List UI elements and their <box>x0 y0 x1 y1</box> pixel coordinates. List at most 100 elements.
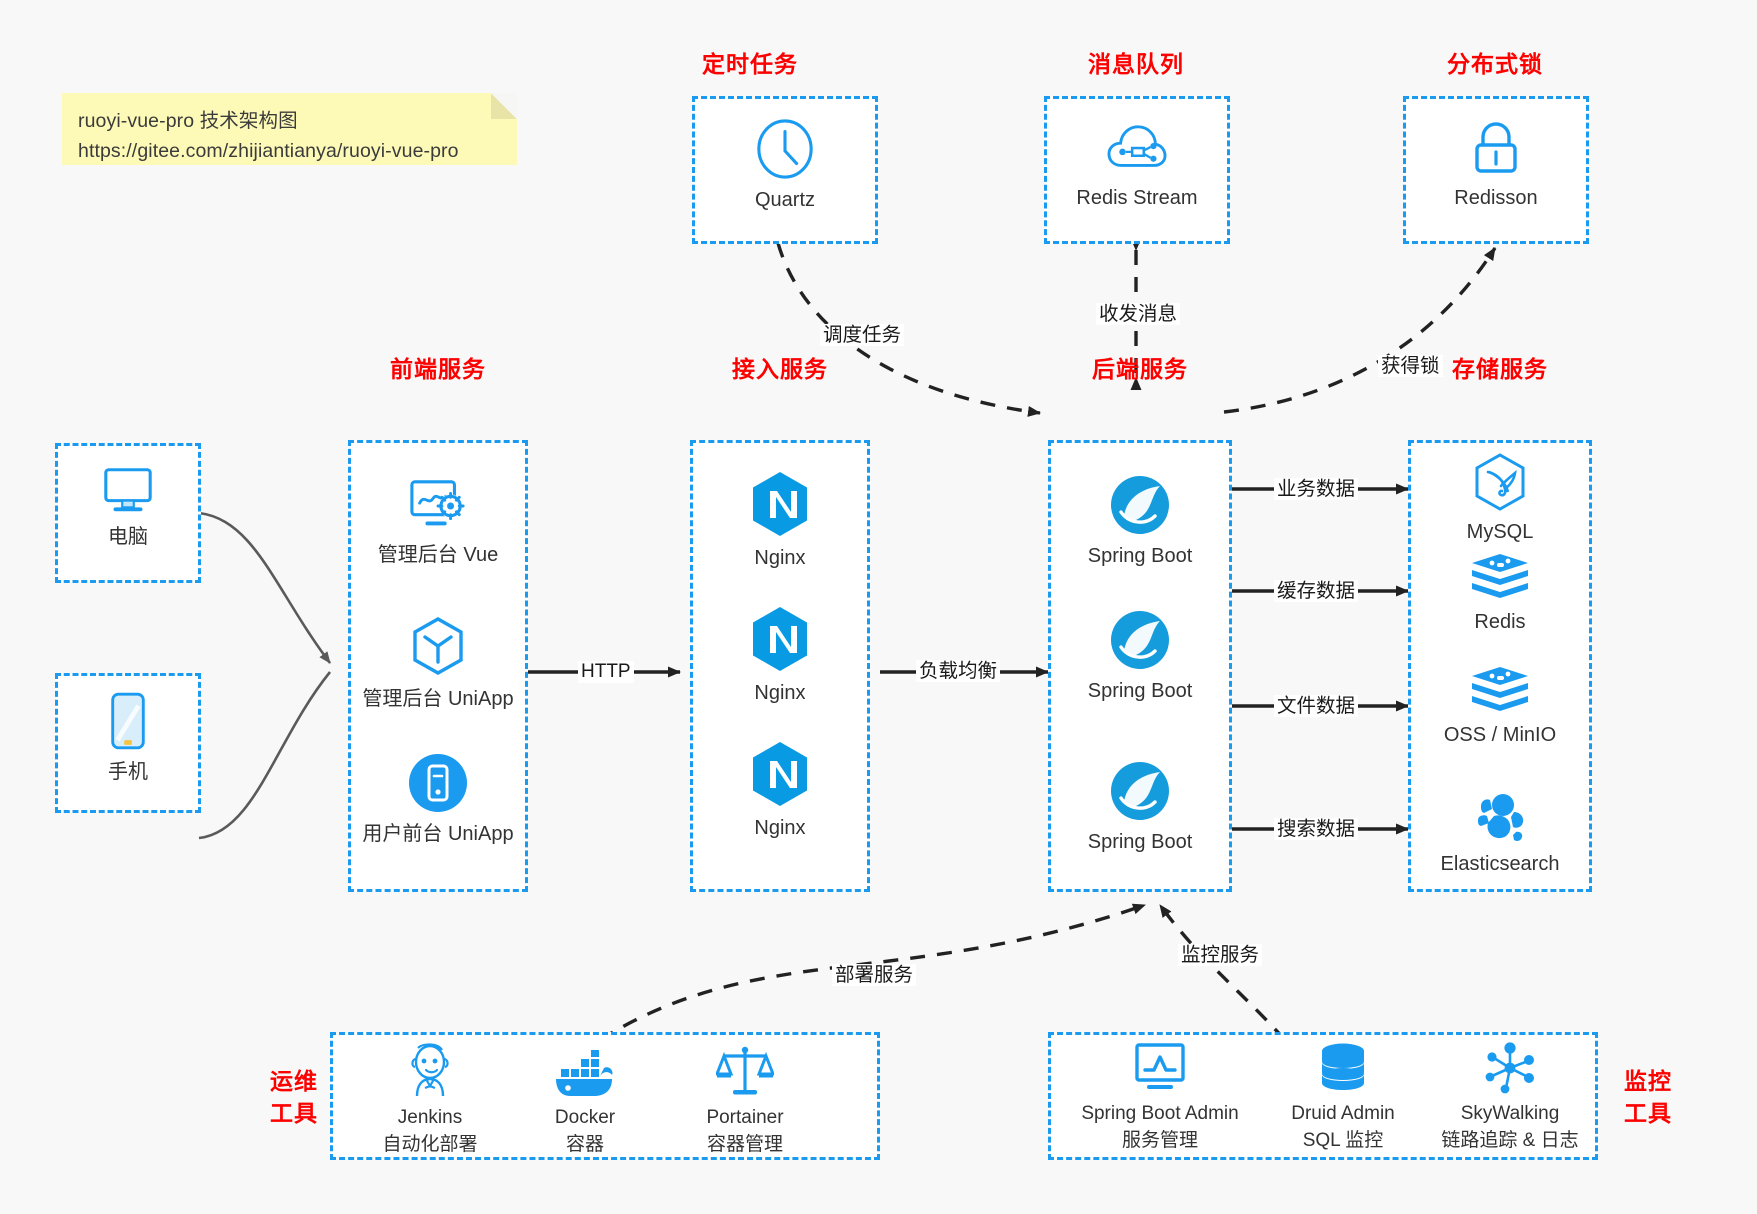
spring-boot-icon <box>1111 611 1169 669</box>
node-sublabel: SQL 监控 <box>1302 1130 1384 1151</box>
node-skywalking[interactable]: SkyWalking 链路追踪 & 日志 <box>1420 1042 1600 1154</box>
group-title-frontend: 前端服务 <box>390 356 486 382</box>
node-label: MySQL <box>1466 521 1534 543</box>
node-admin-uniapp[interactable]: 管理后台 UniApp <box>348 615 528 712</box>
node-nginx-3[interactable]: Nginx <box>690 740 870 841</box>
edge-label-load-balance: 负载均衡 <box>916 660 1001 682</box>
node-spring-boot-3[interactable]: Spring Boot <box>1048 760 1232 855</box>
node-label: Spring Boot Admin <box>1081 1103 1239 1124</box>
edge-label-http: HTTP <box>578 661 634 683</box>
node-nginx-1[interactable]: Nginx <box>690 470 870 571</box>
edge-label-business-data: 业务数据 <box>1274 478 1359 500</box>
edge-schedule-task <box>776 242 1041 417</box>
note-title-line: ruoyi-vue-pro 技术架构图 <box>78 110 298 132</box>
edge-monitor-service <box>1158 903 1287 1042</box>
diagram-note: ruoyi-vue-pro 技术架构图 https://gitee.com/zh… <box>62 93 517 165</box>
node-label: Quartz <box>754 189 816 211</box>
group-title-monitoring: 监控 工具 <box>1612 1065 1684 1129</box>
node-spring-boot-1[interactable]: Spring Boot <box>1048 474 1232 569</box>
group-box-devops <box>330 1032 880 1160</box>
nginx-icon <box>753 742 807 806</box>
node-sublabel: 自动化部署 <box>382 1134 478 1155</box>
node-label: SkyWalking <box>1460 1103 1560 1124</box>
node-label: Nginx <box>754 547 806 569</box>
clock-icon <box>757 119 813 179</box>
node-druid-admin[interactable]: Druid Admin SQL 监控 <box>1258 1042 1428 1154</box>
node-label: Nginx <box>754 817 806 839</box>
lock-icon <box>1475 122 1517 173</box>
nginx-icon <box>753 607 807 671</box>
node-label: Druid Admin <box>1291 1103 1395 1124</box>
node-quartz[interactable]: Quartz <box>692 118 878 213</box>
node-label: Spring Boot <box>1087 831 1193 853</box>
node-sublabel: 链路追踪 & 日志 <box>1441 1130 1579 1151</box>
node-user-uniapp[interactable]: 用户前台 UniApp <box>348 752 528 847</box>
edge-label-send-receive: 收发消息 <box>1096 303 1181 325</box>
group-title-storage: 存储服务 <box>1452 356 1548 382</box>
group-title-scheduled-task: 定时任务 <box>702 51 798 77</box>
node-label: Jenkins <box>397 1107 463 1128</box>
edge-label-acquire-lock: 获得锁 <box>1378 355 1443 377</box>
spring-boot-icon <box>1111 476 1169 534</box>
dashboard-gear-icon <box>410 480 465 526</box>
node-label: OSS / MinIO <box>1443 724 1557 746</box>
note-url-line: https://gitee.com/zhijiantianya/ruoyi-vu… <box>78 140 459 162</box>
mobile-app-circle-icon <box>409 754 467 812</box>
skywalking-icon <box>1485 1042 1534 1094</box>
group-title-devops-line2: 工具 <box>270 1100 318 1126</box>
node-mobile-phone[interactable]: 手机 <box>55 690 201 785</box>
node-spring-boot-2[interactable]: Spring Boot <box>1048 609 1232 704</box>
elasticsearch-icon <box>1478 794 1524 841</box>
group-title-devops: 运维 工具 <box>258 1065 330 1129</box>
node-admin-vue[interactable]: 管理后台 Vue <box>348 477 528 568</box>
edge-desktop-to-frontend <box>198 511 332 664</box>
node-sublabel: 容器 <box>565 1134 604 1155</box>
group-title-devops-line1: 运维 <box>270 1068 318 1094</box>
node-redisson[interactable]: Redisson <box>1403 118 1589 211</box>
edge-label-cache-data: 缓存数据 <box>1274 580 1359 602</box>
node-label: Portainer <box>706 1107 784 1128</box>
database-icon <box>1322 1043 1364 1090</box>
node-sublabel: 服务管理 <box>1121 1130 1198 1151</box>
node-label: 手机 <box>108 761 148 783</box>
jenkins-icon <box>411 1043 449 1097</box>
node-portainer[interactable]: Portainer 容器管理 <box>660 1042 830 1158</box>
oss-minio-icon <box>1472 667 1528 711</box>
group-title-distributed-lock: 分布式锁 <box>1447 51 1543 77</box>
monitor-chart-icon <box>1135 1043 1185 1089</box>
node-label: Redisson <box>1454 187 1538 209</box>
edge-mobile-to-frontend <box>198 671 332 840</box>
node-spring-boot-admin[interactable]: Spring Boot Admin 服务管理 <box>1060 1042 1260 1154</box>
group-title-backend: 后端服务 <box>1092 356 1188 382</box>
node-mysql[interactable]: MySQL <box>1408 452 1592 545</box>
portainer-scale-icon <box>716 1046 774 1095</box>
node-label: 管理后台 UniApp <box>362 688 514 710</box>
node-label: 电脑 <box>108 526 148 548</box>
group-title-gateway: 接入服务 <box>732 356 828 382</box>
node-docker[interactable]: Docker 容器 <box>500 1050 670 1158</box>
node-desktop[interactable]: 电脑 <box>55 463 201 550</box>
group-box-client-desktop <box>55 443 201 583</box>
edge-acquire-lock <box>1223 247 1497 414</box>
node-label: 管理后台 Vue <box>377 544 499 566</box>
node-elasticsearch[interactable]: Elasticsearch <box>1408 790 1592 877</box>
redis-icon <box>1472 554 1528 598</box>
node-label: Redis Stream <box>1076 187 1198 209</box>
docker-icon <box>556 1050 613 1096</box>
node-oss-minio[interactable]: OSS / MinIO <box>1408 665 1592 748</box>
group-title-monitoring-line1: 监控 <box>1624 1068 1672 1094</box>
edge-label-file-data: 文件数据 <box>1274 695 1359 717</box>
mobile-phone-icon <box>111 692 145 750</box>
node-nginx-2[interactable]: Nginx <box>690 605 870 706</box>
node-label: Docker <box>554 1107 616 1128</box>
group-title-monitoring-line2: 工具 <box>1624 1100 1672 1126</box>
node-label: 用户前台 UniApp <box>362 823 514 845</box>
edge-label-deploy-service: 部署服务 <box>832 964 917 986</box>
node-label: Elasticsearch <box>1440 853 1560 875</box>
node-redis-stream[interactable]: Redis Stream <box>1044 120 1230 211</box>
spring-boot-icon <box>1111 762 1169 820</box>
node-redis[interactable]: Redis <box>1408 552 1592 635</box>
nginx-icon <box>753 472 807 536</box>
node-jenkins[interactable]: Jenkins 自动化部署 <box>345 1042 515 1158</box>
